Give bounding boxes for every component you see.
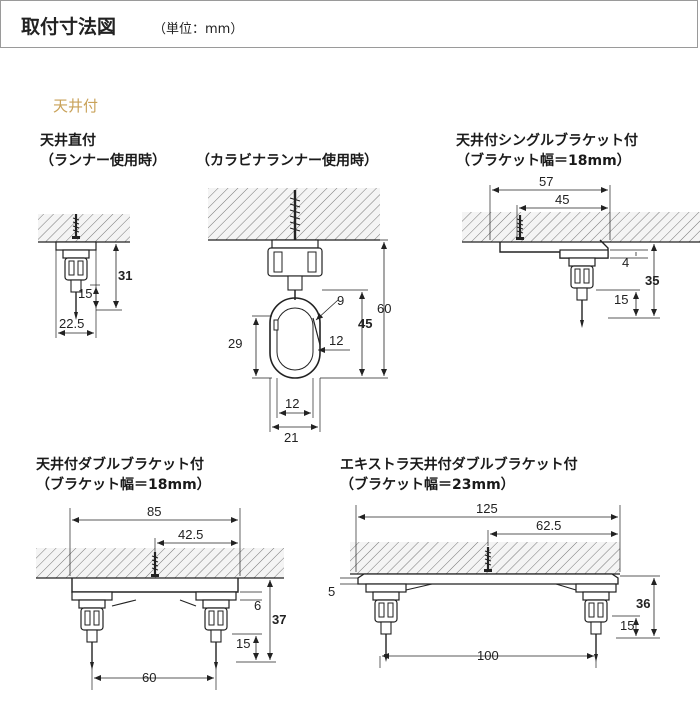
bracket: [357, 573, 619, 585]
dim-height: 31: [118, 268, 132, 283]
ceiling-slab: [36, 548, 284, 578]
dim-top-gap: 9: [337, 293, 344, 308]
dim-w2: 42.5: [178, 527, 203, 542]
dim-w1: 57: [539, 174, 553, 189]
single-bracket-title: 天井付シングルブラケット付: [456, 132, 638, 149]
dim-total: 60: [377, 301, 391, 316]
dim-height: 36: [636, 596, 650, 611]
ceiling-slab: [350, 542, 620, 574]
unit-note: （単位：mm）: [153, 22, 244, 37]
dim-inner-w: 12: [285, 396, 299, 411]
dim-rail-w: 60: [142, 670, 156, 685]
extra-double-title: エキストラ天井付ダブルブラケット付: [340, 456, 578, 473]
rail: [55, 241, 97, 251]
double-bracket-title: 天井付ダブルブラケット付: [36, 456, 204, 473]
dim-w1: 125: [476, 501, 498, 516]
runner-icon: [78, 599, 106, 671]
runner-icon: [582, 591, 610, 663]
dim-w1: 85: [147, 504, 161, 519]
dim-outer-w: 21: [284, 430, 298, 445]
diagram-ceiling-direct: 天井直付 （ランナー使用時） 31 15 22.5: [38, 132, 166, 338]
ceiling-direct-title: 天井直付: [40, 132, 96, 149]
dim-gap: 4: [622, 255, 629, 270]
double-bracket-subtitle: （ブラケット幅＝18mm）: [36, 476, 211, 493]
dim-hook: 15: [78, 286, 92, 301]
bracket: [71, 578, 239, 593]
runner-icon: [568, 257, 596, 329]
dim-hook: 15: [236, 636, 250, 651]
diagram-carabiner: （カラビナランナー使用時） 60 45 29 9 12 12: [196, 152, 391, 445]
dim-w2: 45: [555, 192, 569, 207]
ceiling-direct-subtitle: （ランナー使用時）: [40, 152, 166, 169]
runner-icon: [202, 599, 230, 671]
dim-gap: 6: [254, 598, 261, 613]
dim-side: 12: [329, 333, 343, 348]
dim-gap: 5: [328, 584, 335, 599]
dim-height: 35: [645, 273, 659, 288]
extra-double-subtitle: （ブラケット幅＝23mm）: [340, 476, 515, 493]
runner-icon: [62, 249, 90, 321]
single-bracket-subtitle: （ブラケット幅＝18mm）: [456, 152, 631, 169]
dim-height: 37: [272, 612, 286, 627]
header-bar: 取付寸法図 （単位：mm）: [0, 0, 698, 48]
dim-hook: 15: [620, 618, 634, 633]
diagram-single-bracket: 天井付シングルブラケット付 （ブラケット幅＝18mm） 57 45 4 35 1…: [456, 132, 700, 329]
dim-width: 22.5: [59, 316, 84, 331]
diagram-extra-double: エキストラ天井付ダブルブラケット付 （ブラケット幅＝23mm） 125 62.5…: [328, 456, 660, 668]
page-title: 取付寸法図: [21, 16, 117, 38]
dim-rail-w: 100: [477, 648, 499, 663]
diagram-double-bracket: 天井付ダブルブラケット付 （ブラケット幅＝18mm） 85 42.5 6 37 …: [36, 456, 286, 690]
dim-w2: 62.5: [536, 518, 561, 533]
ceiling-slab: [38, 214, 130, 242]
dim-hook: 15: [614, 292, 628, 307]
carabiner-title: （カラビナランナー使用時）: [196, 152, 378, 169]
dim-mid: 45: [358, 316, 372, 331]
section-label: 天井付: [53, 97, 98, 115]
runner-icon: [372, 591, 400, 663]
dim-hook-len: 29: [228, 336, 242, 351]
ceiling-slab: [462, 212, 700, 242]
